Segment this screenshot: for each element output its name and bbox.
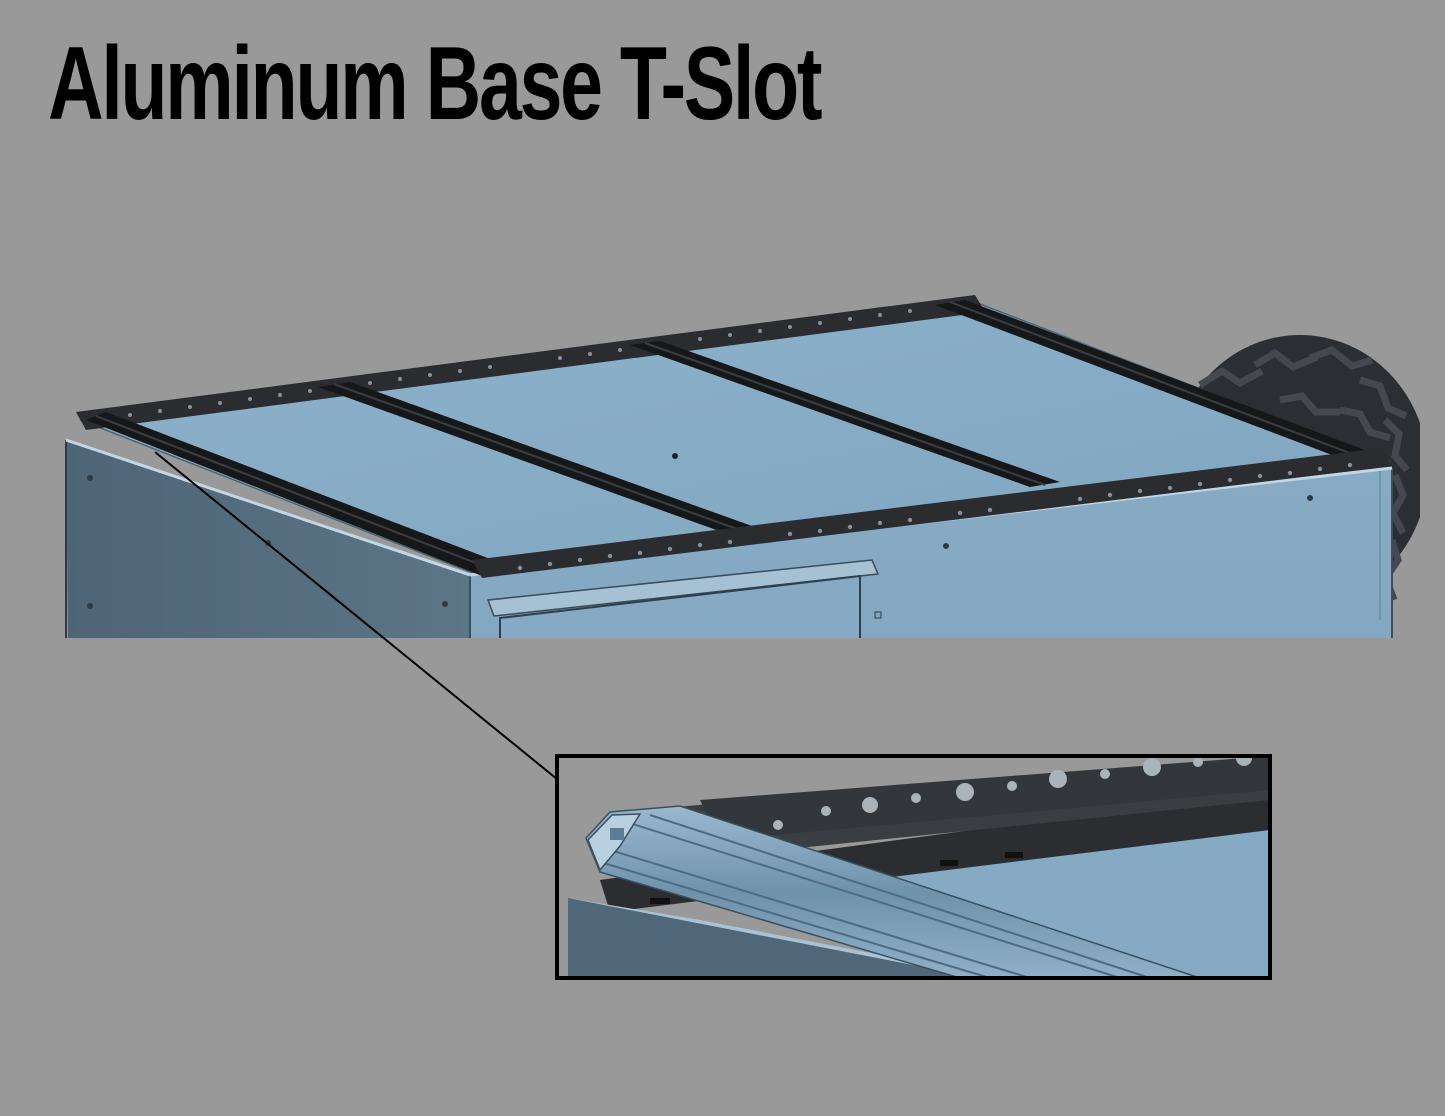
t-slot-extrusion — [585, 805, 1201, 978]
back-side-rail — [76, 295, 985, 430]
side-wall — [66, 440, 470, 638]
inset-frame — [555, 754, 1272, 980]
front-side-rail — [472, 448, 1392, 578]
callout-leader-line — [154, 451, 596, 811]
front-door — [486, 559, 880, 638]
main-view — [65, 295, 1420, 638]
page-title: Aluminum Base T-Slot — [48, 26, 823, 142]
detail-inset — [555, 754, 1272, 980]
